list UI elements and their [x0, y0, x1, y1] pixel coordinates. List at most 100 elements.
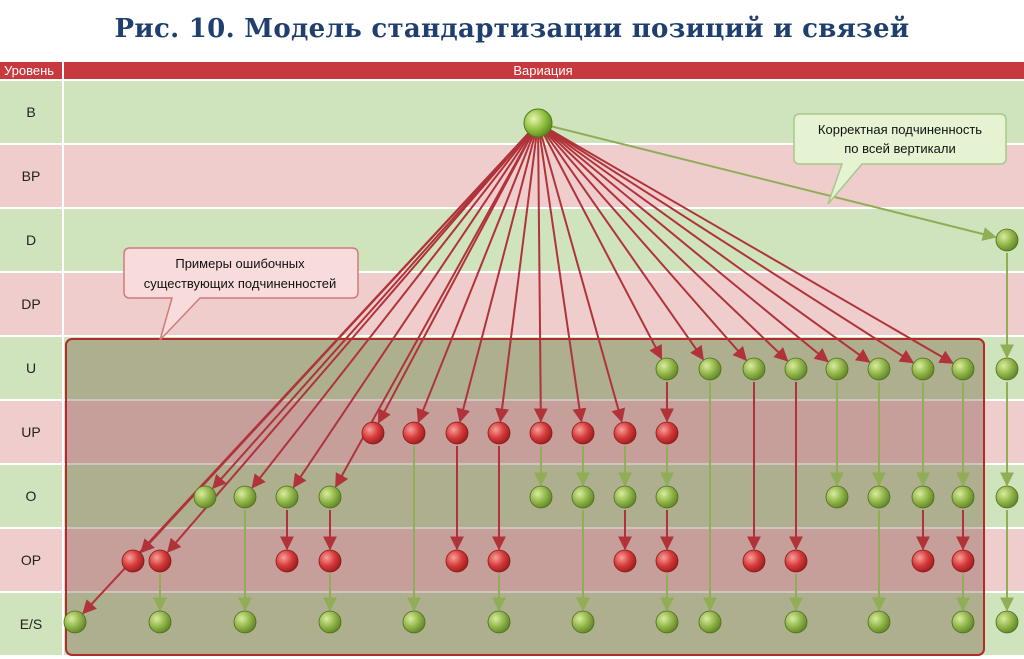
position-node: [867, 610, 891, 634]
level-cell: [0, 145, 62, 207]
subordination-arrow: [538, 135, 587, 423]
position-node: [613, 549, 637, 573]
position-node: [951, 610, 975, 634]
position-node: [698, 357, 722, 381]
figure-title: Рис. 10. Модель стандартизации позиций и…: [114, 14, 910, 44]
level-label: U: [26, 360, 36, 376]
subordination-arrow: [416, 134, 535, 424]
correct-chain-node: [995, 357, 1019, 381]
level-cell: [0, 209, 62, 271]
subordination-arrow: [540, 135, 626, 423]
level-cell: [0, 529, 62, 591]
subordination-arrow: [456, 135, 536, 423]
level-label: E/S: [20, 616, 43, 632]
top-node-b: [523, 108, 553, 138]
subordination-arrow: [495, 135, 538, 423]
correct-chain-node: [995, 228, 1019, 252]
subordination-arrow: [547, 129, 871, 363]
level-cell: [0, 401, 62, 463]
subordination-arrow: [212, 132, 531, 490]
position-node: [784, 357, 808, 381]
position-node: [487, 549, 511, 573]
position-node: [911, 549, 935, 573]
subordination-arrows: [82, 125, 1014, 615]
position-node: [193, 485, 217, 509]
correct-chain-node: [995, 610, 1019, 634]
position-node: [63, 610, 87, 634]
position-node: [571, 421, 595, 445]
subordination-arrow: [545, 132, 748, 362]
position-node: [784, 610, 808, 634]
position-node: [571, 485, 595, 509]
variation-row: [64, 529, 1024, 591]
subordination-arrow: [546, 131, 789, 362]
level-cell: [0, 273, 62, 335]
position-node: [402, 421, 426, 445]
position-node: [951, 549, 975, 573]
position-node: [529, 421, 553, 445]
position-node: [148, 549, 172, 573]
subordination-arrow: [543, 134, 663, 360]
position-node: [318, 485, 342, 509]
position-node: [742, 549, 766, 573]
position-node: [318, 610, 342, 634]
position-node: [951, 357, 975, 381]
subordination-arrow: [377, 134, 533, 424]
position-node: [487, 421, 511, 445]
callout-errors-line1: Примеры ошибочных: [175, 256, 305, 271]
position-node: [867, 485, 891, 509]
subordination-arrow: [292, 133, 532, 489]
position-node: [784, 549, 808, 573]
subordination-arrow: [251, 132, 531, 489]
position-node: [655, 357, 679, 381]
variation-row: [64, 593, 1024, 655]
level-label: UP: [21, 424, 40, 440]
level-cell: [0, 337, 62, 399]
level-label: BP: [22, 168, 41, 184]
position-node: [233, 485, 257, 509]
position-node: [867, 357, 891, 381]
position-node: [911, 485, 935, 509]
position-node: [402, 610, 426, 634]
position-node: [613, 485, 637, 509]
level-label: DP: [21, 296, 40, 312]
position-node: [318, 549, 342, 573]
position-node: [655, 485, 679, 509]
subordination-arrow: [140, 131, 530, 554]
subordination-arrow: [548, 129, 915, 364]
level-cell: [0, 81, 62, 143]
position-node: [487, 610, 511, 634]
callout-errors-line2: существующих подчиненностей: [144, 276, 337, 291]
level-label: O: [26, 488, 37, 504]
position-node: [148, 610, 172, 634]
position-nodes: [63, 108, 1019, 634]
callout-correct-line1: Корректная подчиненность: [818, 122, 982, 137]
position-node: [275, 485, 299, 509]
position-node: [529, 485, 553, 509]
subordination-arrow: [548, 128, 954, 364]
callout-errors: Примеры ошибочных существующих подчиненн…: [123, 247, 359, 341]
position-node: [951, 485, 975, 509]
position-node: [911, 357, 935, 381]
subordination-arrow: [533, 135, 548, 423]
level-cell: [0, 593, 62, 655]
level-cell: [0, 465, 62, 527]
position-node: [571, 610, 595, 634]
position-node: [233, 610, 257, 634]
position-node: [825, 485, 849, 509]
variation-row: [64, 337, 1024, 399]
position-node: [698, 610, 722, 634]
header-variation: Вариация: [513, 63, 572, 78]
position-node: [655, 610, 679, 634]
subordination-arrow: [550, 125, 997, 241]
position-node: [121, 549, 145, 573]
position-node: [361, 421, 385, 445]
subordination-arrow: [544, 133, 704, 361]
position-node: [445, 549, 469, 573]
position-node: [655, 549, 679, 573]
header-level: Уровень: [4, 63, 54, 78]
level-label: OP: [21, 552, 41, 568]
header-bar: Уровень Вариация: [0, 62, 1024, 79]
position-node: [613, 421, 637, 445]
